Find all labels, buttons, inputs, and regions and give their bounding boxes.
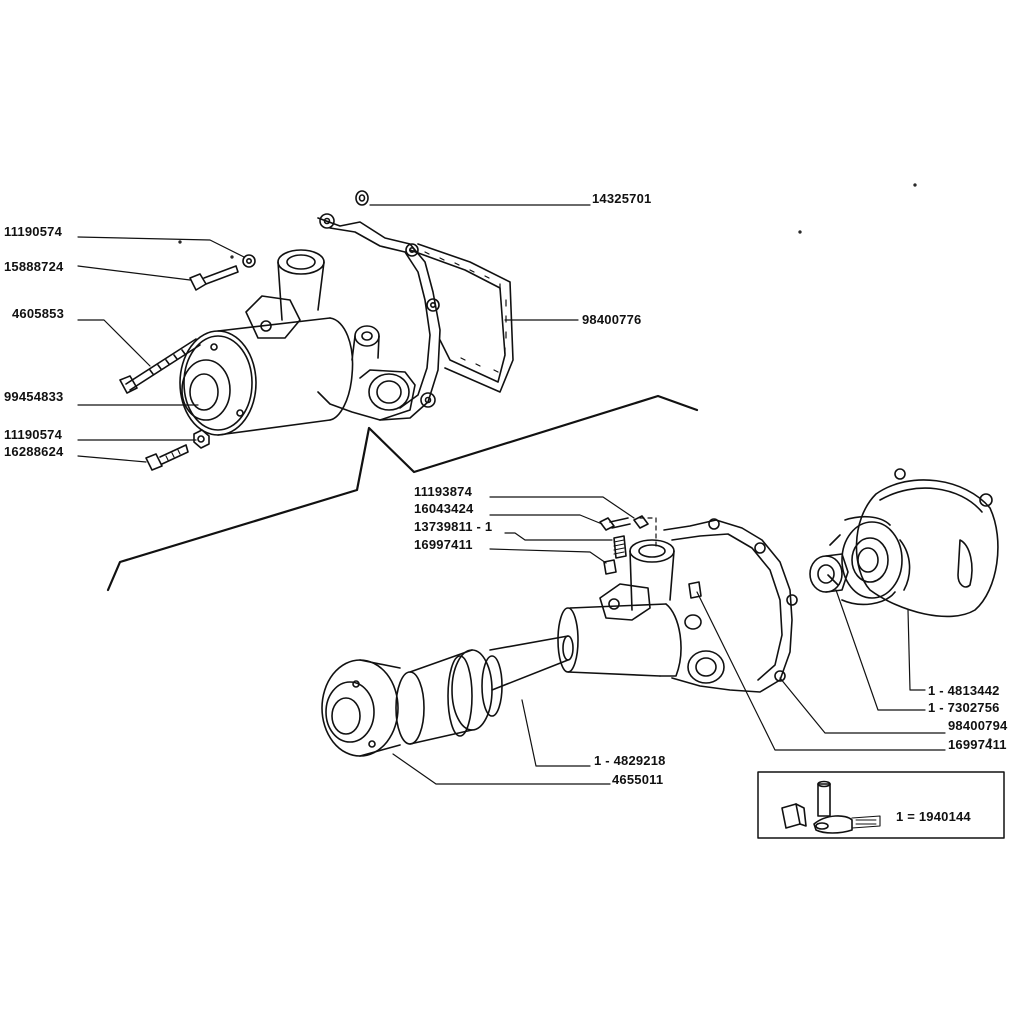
part-label-16043424: 16043424 [414, 501, 474, 516]
leader-4605853 [77, 319, 151, 367]
part-label-4813442: 1 - 4813442 [928, 683, 1000, 698]
leader-lines [77, 204, 946, 785]
leader-98400794 [779, 677, 946, 734]
part-label-11190574-b: 11190574 [4, 427, 63, 442]
impeller-cover [827, 468, 999, 618]
leader-16997411-a [489, 548, 607, 564]
part-label-98400794: 98400794 [948, 718, 1008, 733]
part-label-16997411-b: 16997411 [948, 737, 1007, 752]
leader-15888724 [77, 265, 191, 281]
part-label-11190574-a: 11190574 [4, 224, 63, 239]
part-label-4655011: 4655011 [612, 772, 664, 787]
leader-13739811 [504, 532, 613, 541]
part-label-15888724: 15888724 [4, 259, 64, 274]
part-label-99454833: 99454833 [4, 389, 64, 404]
part-label-16997411-a: 16997411 [414, 537, 473, 552]
shaft-bearing-pulley [321, 635, 574, 757]
part-label-13739811: 13739811 - 1 [414, 519, 493, 534]
part-label-4829218: 1 - 4829218 [594, 753, 666, 768]
leader-11193874 [489, 496, 635, 519]
section-break-line [106, 394, 699, 592]
lower-pump-housing [557, 518, 798, 693]
part-label-11193874: 11193874 [414, 484, 473, 499]
part-label-14325701: 14325701 [592, 191, 652, 206]
part-label-7302756: 1 - 7302756 [928, 700, 1000, 715]
leader-4655011 [392, 753, 611, 785]
kit-label: 1 = 1940144 [896, 809, 971, 824]
upper-fasteners [145, 190, 369, 471]
upper-pump-housing [119, 213, 441, 436]
scan-dots [178, 183, 992, 742]
part-label-16288624: 16288624 [4, 444, 64, 459]
leader-16288624 [77, 455, 147, 463]
kit-illustration [757, 771, 1005, 839]
lower-fasteners [599, 515, 649, 575]
leader-11190574-a [77, 236, 245, 258]
leader-16043424 [489, 514, 603, 525]
part-label-98400776: 98400776 [582, 312, 642, 327]
leader-16997411-b [696, 591, 946, 751]
leader-7302756 [835, 589, 926, 711]
leader-4829218 [521, 699, 591, 767]
upper-gasket [409, 243, 514, 393]
part-label-4605853: 4605853 [12, 306, 65, 321]
leader-4813442 [907, 609, 926, 691]
